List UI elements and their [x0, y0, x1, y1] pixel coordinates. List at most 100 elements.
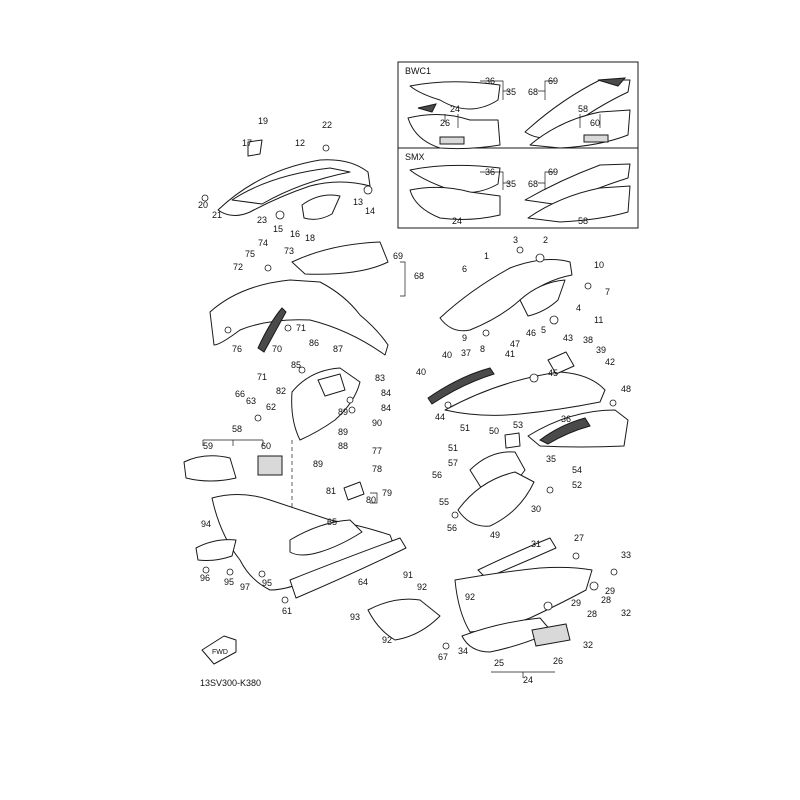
callout-c85: 85	[291, 360, 301, 370]
callout-c21: 21	[212, 210, 222, 220]
callout-c95a: 95	[224, 577, 234, 587]
leader-lines	[202, 261, 555, 678]
callout-c75: 75	[245, 249, 255, 259]
side-cowling-right-assembly	[439, 246, 592, 337]
screw-44	[444, 401, 452, 409]
smx-callout-58: 58	[578, 216, 588, 226]
bracket-80	[343, 481, 365, 501]
variant-inset: BWC1 SMX 36 35 69 68 24 26 58 60	[397, 61, 639, 229]
leader-79-bracket	[370, 492, 378, 504]
leader-24-bracket	[491, 671, 555, 678]
callout-c29b: 29	[571, 598, 581, 608]
drawing-code: 13SV300-K380	[200, 678, 261, 688]
decal-60	[257, 455, 283, 476]
callout-c78: 78	[372, 464, 382, 474]
callout-c12: 12	[295, 138, 305, 148]
bwc1-lower-cowl-left	[407, 114, 501, 150]
callout-c61: 61	[282, 606, 292, 616]
smx-callout-68: 68	[528, 179, 538, 189]
bwc1-callout-68: 68	[528, 87, 538, 97]
callout-c54: 54	[572, 465, 582, 475]
callout-c89c: 89	[313, 459, 323, 469]
screw-95a	[226, 568, 234, 576]
smx-callout-24: 24	[452, 216, 462, 226]
grommet-29	[589, 581, 599, 591]
bwc1-bracket-24	[444, 114, 459, 128]
callout-c53: 53	[513, 420, 523, 430]
callout-c41: 41	[505, 349, 515, 359]
callout-c91: 91	[403, 570, 413, 580]
side-cowling-left	[209, 279, 389, 356]
panel-36-stripe	[539, 417, 591, 445]
screw-73	[264, 264, 272, 272]
bracket-65	[289, 519, 363, 556]
screw-3	[516, 246, 524, 254]
callout-c55: 55	[439, 497, 449, 507]
callout-c89a: 89	[338, 407, 348, 417]
grommet-29b	[543, 601, 553, 611]
callout-c33: 33	[621, 550, 631, 560]
callout-c56b: 56	[447, 523, 457, 533]
callout-c73: 73	[284, 246, 294, 256]
callout-c22: 22	[322, 120, 332, 130]
screw-22	[322, 144, 330, 152]
trim-strip-64	[289, 537, 407, 599]
screw-8	[482, 329, 490, 337]
callout-c44: 44	[435, 412, 445, 422]
callout-c4: 4	[576, 303, 581, 313]
callout-c47: 47	[510, 339, 520, 349]
callout-c48: 48	[621, 384, 631, 394]
callout-c56a: 56	[432, 470, 442, 480]
callout-c96: 96	[200, 573, 210, 583]
callout-c17: 17	[242, 138, 252, 148]
duct-panel-18	[301, 194, 341, 220]
callout-c71b: 71	[257, 372, 267, 382]
screw-27	[572, 552, 580, 560]
callout-c66: 66	[235, 389, 245, 399]
callout-c77: 77	[372, 446, 382, 456]
trim-strip-30	[477, 537, 557, 579]
bwc1-bracket-69-68	[538, 80, 555, 100]
callout-c51b: 51	[448, 443, 458, 453]
screw-20	[201, 194, 209, 202]
callout-c87: 87	[333, 344, 343, 354]
variant-smx-title: SMX	[405, 152, 425, 162]
decal-26	[531, 623, 571, 647]
callout-c5: 5	[541, 325, 546, 335]
callout-c9: 9	[462, 333, 467, 343]
inner-panel-assembly	[254, 366, 361, 540]
smx-callout-36: 36	[485, 167, 495, 177]
grommet-2	[535, 253, 545, 263]
screw-10	[584, 282, 592, 290]
bracket-94	[195, 539, 237, 561]
smx-lower-cowl-right	[527, 185, 631, 223]
upper-cowling-assembly	[201, 139, 373, 220]
smx-callout-35: 35	[506, 179, 516, 189]
variant-bwc1-title: BWC1	[405, 66, 431, 76]
screw-61	[281, 596, 289, 604]
callout-c68a: 68	[414, 271, 424, 281]
smx-bracket-36-35	[480, 171, 510, 190]
screw-34	[442, 642, 450, 650]
callout-c46: 46	[526, 328, 536, 338]
duct-assembly	[451, 432, 554, 527]
bracket-53	[504, 432, 521, 449]
bwc1-callout-26: 26	[440, 118, 450, 128]
callout-c84a: 84	[381, 388, 391, 398]
callout-c71a: 71	[296, 323, 306, 333]
callout-c38: 38	[583, 335, 593, 345]
screw-56	[451, 511, 459, 519]
panel-59	[183, 455, 237, 482]
bracket-91	[367, 598, 441, 641]
panel-25	[461, 617, 553, 653]
lower-cowling-left-assembly	[183, 455, 407, 604]
callout-c69a: 69	[393, 251, 403, 261]
callout-c19: 19	[258, 116, 268, 126]
callout-c42: 42	[605, 357, 615, 367]
callout-c23: 23	[257, 215, 267, 225]
fwd-arrow-icon	[201, 635, 237, 665]
smx-callout-69: 69	[548, 167, 558, 177]
callout-c34: 34	[458, 646, 468, 656]
screw-84b	[348, 406, 356, 414]
